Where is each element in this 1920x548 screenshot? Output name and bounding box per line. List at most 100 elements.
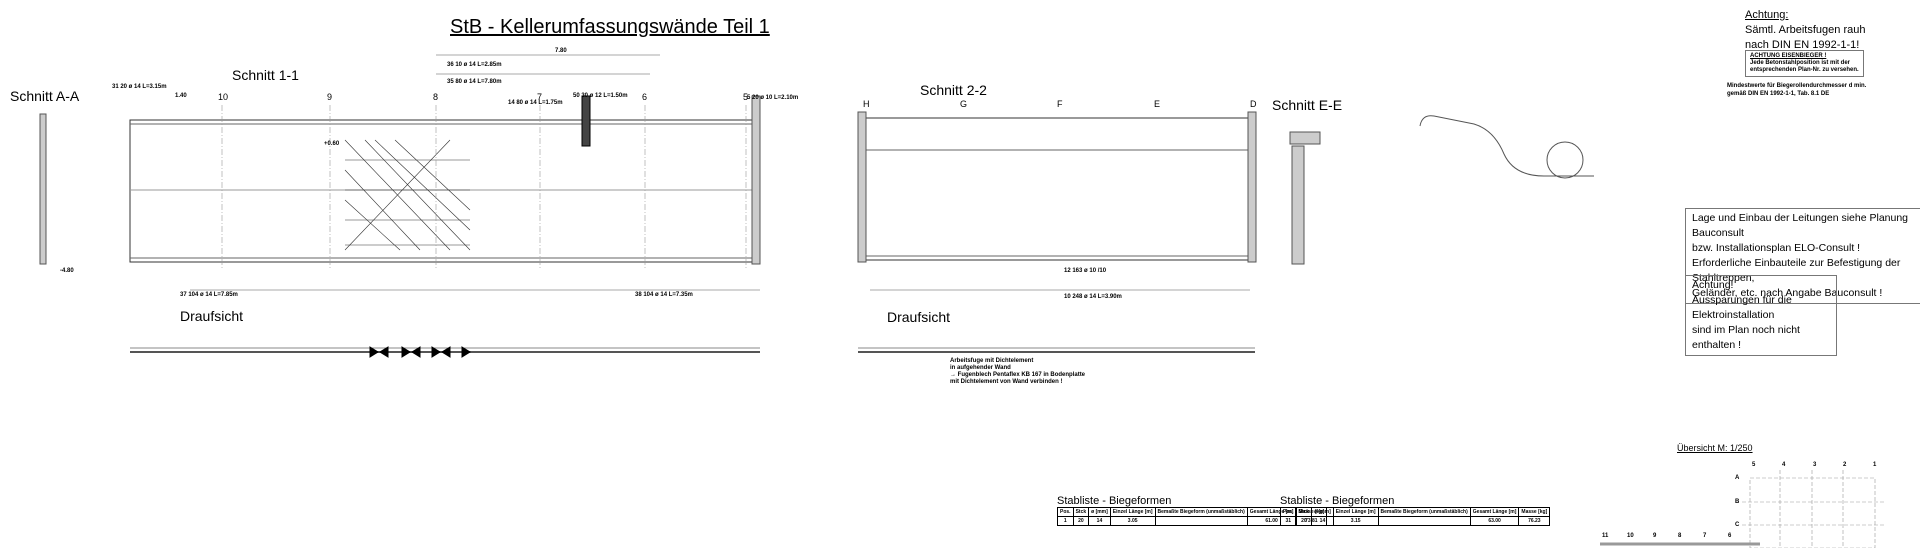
eisenbieger-title: ACHTUNG EISENBIEGER !	[1750, 53, 1827, 59]
section-label-1-1: Schnitt 1-1	[232, 67, 299, 83]
dimension: 1.40	[175, 93, 187, 99]
col-header: Bemaßte Biegeform (unmaßstäblich)	[1377, 507, 1471, 517]
grid-label: 7	[1703, 533, 1707, 539]
plan-view-label-2: Draufsicht	[887, 309, 951, 325]
bending-note: Mindestwerte für Biegerollendurchmesser …	[1727, 82, 1866, 98]
achtung-note: Achtung: Sämtl. Arbeitsfugen rauh nach D…	[1745, 8, 1865, 53]
grid-label: 5	[1752, 462, 1756, 468]
cell: 20	[1072, 516, 1090, 526]
note-line: Sämtl. Arbeitsfugen rauh	[1745, 24, 1866, 36]
col-header: Einzel Länge [m]	[1109, 507, 1156, 517]
section-label-2-2: Schnitt 2-2	[920, 82, 987, 98]
axis-label: 8	[433, 92, 439, 102]
grid-label: 8	[1678, 533, 1682, 539]
section-2-2-outline	[857, 117, 1256, 261]
section-1-1-outline	[129, 119, 761, 263]
openings-note-box: Achtung! Aussparungen für die Elektroins…	[1685, 275, 1837, 356]
bending-shape-cell	[1377, 516, 1471, 526]
section-label-aa: Schnitt A-A	[10, 88, 80, 104]
note-line: Jede Betonstahlposition ist mit der	[1750, 60, 1851, 66]
cell: 3.15	[1332, 516, 1379, 526]
rebar-label: 12 163 ø 10 /10	[1064, 268, 1107, 274]
grid-label: 4	[1782, 462, 1786, 468]
cell: 1	[1057, 516, 1074, 526]
rebar-label: 50 30 ø 12 L=1.50m	[573, 93, 628, 99]
grid-label: 3	[1813, 462, 1817, 468]
col-header: ø [mm]	[1088, 507, 1111, 517]
cell: 14	[1088, 516, 1111, 526]
table-title: Stabliste - Biegeformen	[1057, 495, 1172, 507]
col-header: Stck	[1295, 507, 1313, 517]
elevation: +0.60	[324, 141, 340, 147]
rebar-mesh	[344, 139, 471, 251]
rebar-label: 5 20 ø 10 L=2.10m	[747, 95, 799, 101]
note-line: Lage und Einbau der Leitungen siehe Plan…	[1692, 212, 1909, 239]
col-header: Pos.	[1057, 507, 1074, 517]
rebar-label: 38 104 ø 14 L=7.35m	[635, 292, 693, 298]
axis-label: F	[1057, 99, 1063, 109]
note-line: sind im Plan noch nicht enthalten !	[1692, 324, 1800, 351]
joint-note: Arbeitsfuge mit Dichtelement in aufgehen…	[950, 358, 1085, 386]
achtung-title: Achtung:	[1745, 9, 1789, 21]
axis-label: 10	[218, 92, 229, 102]
col-header: ø [mm]	[1311, 507, 1334, 517]
col-header: Einzel Länge [m]	[1332, 507, 1379, 517]
axis-label: E	[1154, 99, 1161, 109]
note-line: bzw. Installationsplan ELO-Consult !	[1692, 242, 1861, 254]
rebar-label: 10 248 ø 14 L=3.90m	[1064, 294, 1122, 300]
note-line: Geländer, etc. nach Angabe Bauconsult !	[1692, 287, 1883, 299]
axis-label: 6	[642, 92, 648, 102]
cell: 14	[1311, 516, 1334, 526]
col-header: Stck	[1072, 507, 1090, 517]
note-line: entsprechenden Plan-Nr. zu versehen.	[1750, 67, 1859, 73]
cell: 63.00	[1469, 516, 1520, 526]
grid-label: 1	[1873, 462, 1877, 468]
elevation: -4.80	[60, 268, 74, 274]
note-line: Arbeitsfuge mit Dichtelement	[950, 358, 1034, 364]
note-line: Mindestwerte für Biegerollendurchmesser …	[1727, 83, 1867, 89]
axis-label: H	[863, 99, 870, 109]
note-line: → Fugenblech Pentaflex KB 167 in Bodenpl…	[950, 372, 1086, 378]
cell: 76.23	[1518, 516, 1551, 526]
note-line: in aufgehender Wand	[950, 365, 1011, 371]
col-header: Pos.	[1280, 507, 1297, 517]
grid-label: C	[1735, 522, 1740, 528]
rebar-label: 35 80 ø 14 L=7.80m	[447, 79, 502, 85]
col-header: Gesamt Länge [m]	[1469, 507, 1520, 517]
grid-label: 11	[1602, 533, 1609, 539]
rebar-label: 31 20 ø 14 L=3.15m	[112, 84, 167, 90]
note-line: Aussparungen für die Elektroinstallation	[1692, 294, 1792, 321]
axis-label: 5	[743, 92, 749, 102]
col-header: Bemaßte Biegeform (unmaßstäblich)	[1154, 507, 1248, 517]
grid-label: 2	[1843, 462, 1847, 468]
note-line: gemäß DIN EN 1992-1-1, Tab. 8.1 DE	[1727, 91, 1830, 97]
rebar-label: 36 10 ø 14 L=2.85m	[447, 62, 502, 68]
cell: 20	[1295, 516, 1313, 526]
grid-label: A	[1735, 475, 1740, 481]
section-label-ee: Schnitt E-E	[1272, 97, 1343, 113]
joint-symbols	[369, 346, 471, 358]
grid-label: 6	[1728, 533, 1732, 539]
note-line: Achtung!	[1692, 279, 1734, 291]
wall-ee	[1291, 145, 1305, 265]
axis-label: 9	[327, 92, 333, 102]
grid-label: 10	[1627, 533, 1634, 539]
overview-grid	[1742, 470, 1885, 548]
axis-label: 7	[537, 92, 543, 102]
grid-label: 9	[1653, 533, 1657, 539]
cell: 31	[1280, 516, 1297, 526]
axis-label: G	[960, 99, 968, 109]
wall-aa	[39, 113, 47, 265]
grid-label: B	[1735, 499, 1740, 505]
drawing-title: StB - Kellerumfassungswände Teil 1	[450, 16, 770, 38]
note-line: nach DIN EN 1992-1-1!	[1745, 39, 1860, 51]
dimension: 7.80	[555, 48, 567, 54]
col-header: Masse [kg]	[1518, 507, 1551, 517]
cell: 3.05	[1109, 516, 1156, 526]
axis-label: D	[1250, 99, 1257, 109]
eisenbieger-box: ACHTUNG EISENBIEGER ! Jede Betonstahlpos…	[1745, 50, 1864, 77]
overview-title: Übersicht M: 1/250	[1677, 443, 1753, 453]
